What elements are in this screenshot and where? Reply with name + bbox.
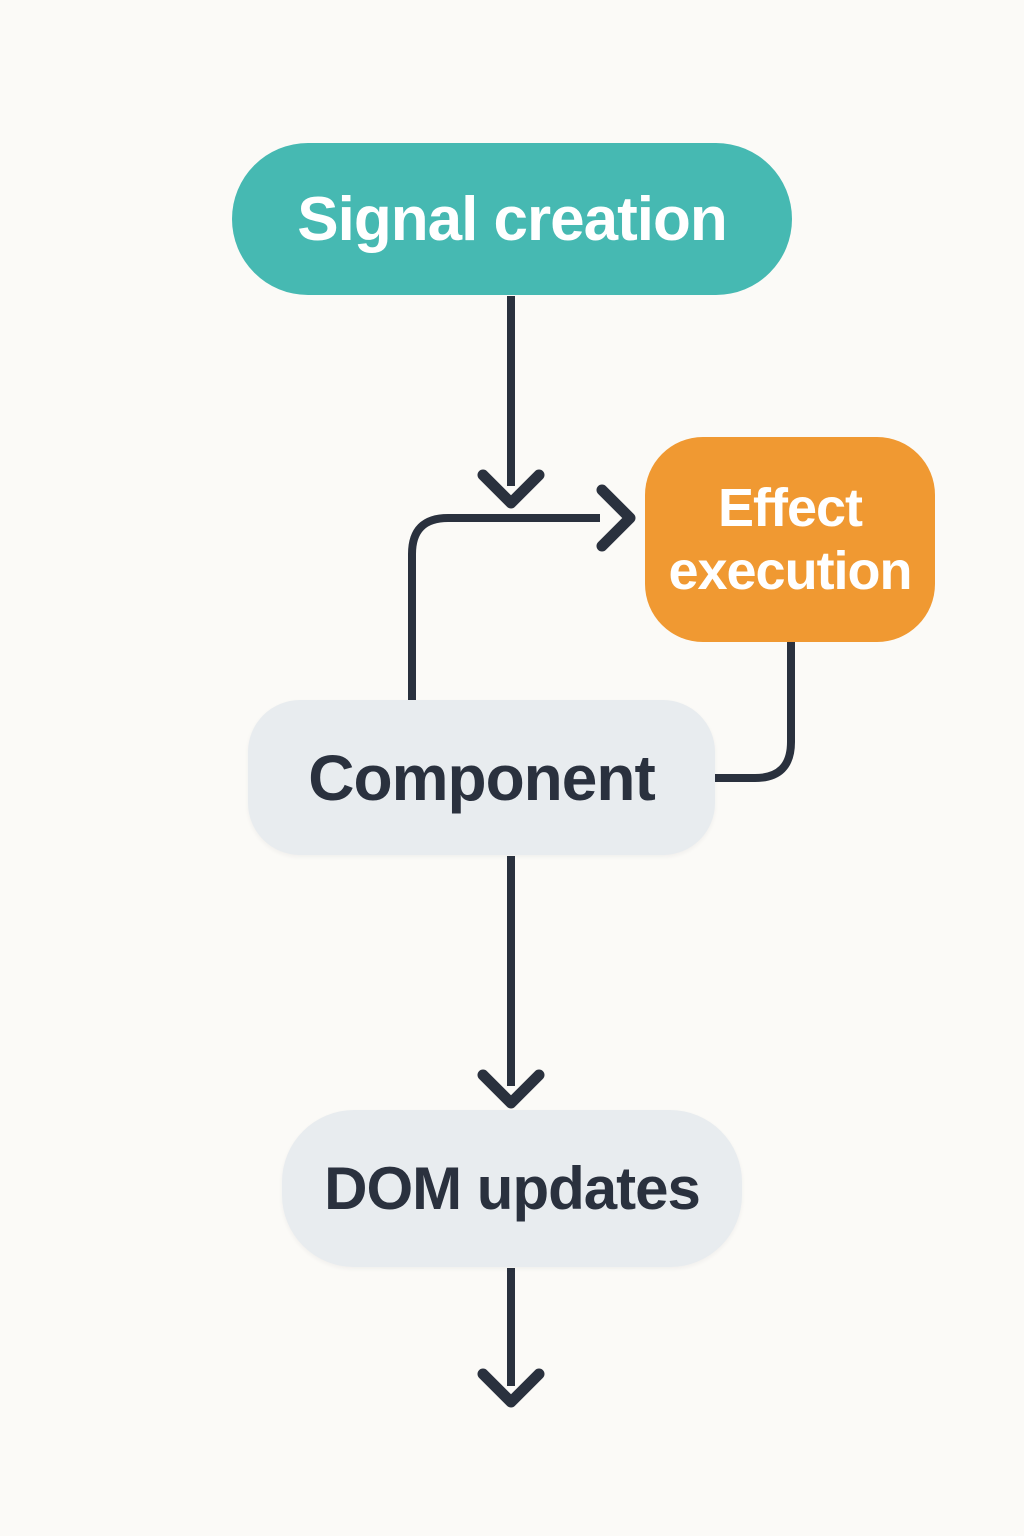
edge-effect-to-component [714,641,795,782]
arrowhead-right-icon [596,484,636,552]
edge-dom-exit [477,1268,545,1408]
arrowhead-down-icon [477,469,545,509]
arrowhead-down-icon [477,1069,545,1109]
node-label: Component [308,741,655,814]
arrowhead-down-icon [477,1368,545,1408]
edge-signal-creation-down [477,296,545,509]
edge-component-to-effect [408,484,636,701]
node-label: Signal creation [297,184,727,254]
node-dom-updates: DOM updates [282,1110,742,1267]
node-component: Component [248,700,715,855]
edge-component-to-dom [477,856,545,1109]
node-label: DOM updates [324,1155,701,1222]
node-effect-execution: Effect execution [645,437,935,642]
node-signal-creation: Signal creation [232,143,792,295]
node-label: Effect execution [668,478,912,601]
